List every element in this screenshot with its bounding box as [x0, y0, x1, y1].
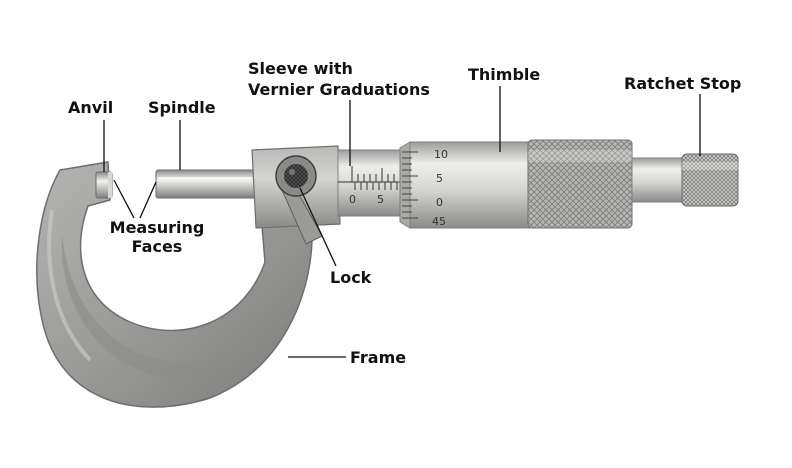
leader-lock	[299, 187, 337, 267]
sleeve-scale-5: 5	[377, 193, 384, 206]
label-thimble: Thimble	[468, 65, 540, 84]
anvil	[95, 171, 113, 199]
label-frame: Frame	[350, 348, 406, 367]
ratchet-neck	[631, 157, 685, 203]
label-ratchet-stop: Ratchet Stop	[624, 74, 741, 93]
leader-faces-anvil	[113, 179, 135, 219]
leader-lines	[103, 86, 701, 358]
label-anvil: Anvil	[68, 98, 113, 117]
ratchet-stop[interactable]	[631, 153, 739, 207]
sleeve: 0 5	[337, 149, 409, 217]
thimble-scale-10: 10	[434, 148, 448, 161]
frame-inner-recess	[61, 235, 292, 380]
thimble-body[interactable]	[409, 141, 531, 229]
thimble[interactable]: 10 5 0 45	[399, 139, 633, 229]
thimble-scale-45: 45	[432, 215, 446, 228]
labels: Anvil Spindle Sleeve with Vernier Gradua…	[68, 59, 741, 367]
label-lock: Lock	[330, 268, 372, 287]
label-measuring-faces-line2: Faces	[132, 237, 183, 256]
thimble-scale-5: 5	[436, 172, 443, 185]
label-sleeve-line2: Vernier Graduations	[248, 80, 430, 99]
label-measuring-faces-line1: Measuring	[110, 218, 205, 237]
thimble-ticks	[402, 151, 418, 219]
frame	[36, 161, 313, 408]
label-sleeve-line1: Sleeve with	[248, 59, 353, 78]
thimble-scale-0: 0	[436, 196, 443, 209]
label-spindle: Spindle	[148, 98, 216, 117]
leader-faces-spindle	[139, 181, 157, 219]
sleeve-scale-0: 0	[349, 193, 356, 206]
thimble-bevel	[399, 141, 411, 229]
frame-highlight	[47, 209, 92, 362]
spindle	[155, 169, 257, 199]
